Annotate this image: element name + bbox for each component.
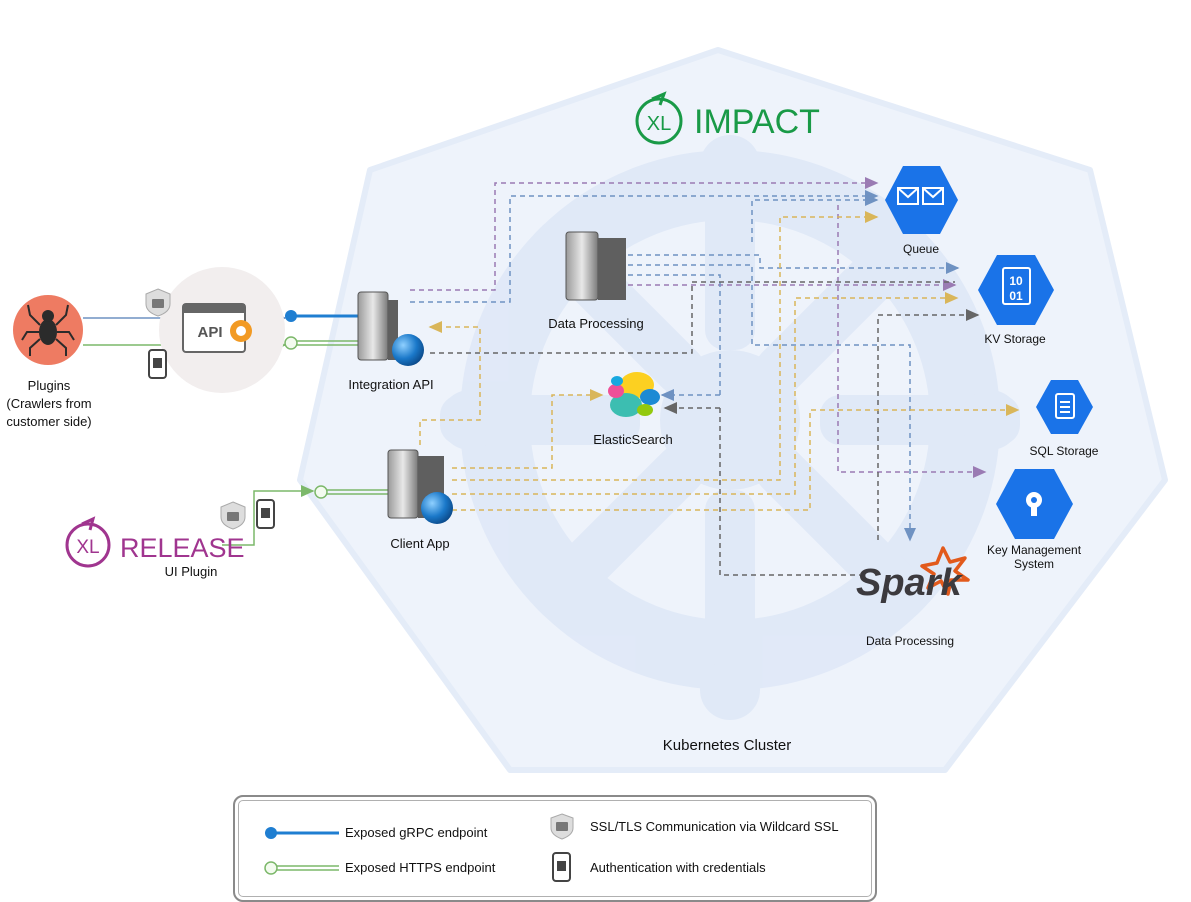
svg-text:10: 10 xyxy=(1009,274,1023,288)
queue-label: Queue xyxy=(902,242,940,256)
conn-spark-kv xyxy=(877,309,980,540)
integration-api-server-icon xyxy=(357,291,424,366)
credentials-badge-icon xyxy=(148,349,167,379)
legend-badge-icon xyxy=(552,852,571,882)
legend-ssl-label: SSL/TLS Communication via Wildcard SSL xyxy=(590,819,839,834)
legend-icons xyxy=(264,813,574,882)
data-processing-server-icon xyxy=(565,231,626,301)
release-credentials-badge-icon xyxy=(256,499,275,529)
svg-text:01: 01 xyxy=(1009,289,1023,303)
https-endpoint-dot xyxy=(284,336,298,350)
legend-grpc-label: Exposed gRPC endpoint xyxy=(345,825,488,840)
xl-release-logo: XL RELEASE xyxy=(65,516,245,568)
release-ssl-shield-icon xyxy=(220,501,246,530)
grpc-endpoint-dot xyxy=(285,310,297,322)
svg-text:RELEASE: RELEASE xyxy=(120,533,245,563)
legend-https-label: Exposed HTTPS endpoint xyxy=(345,860,496,875)
conn-client-queue xyxy=(452,211,879,481)
conn-integration-dark xyxy=(430,281,955,354)
key-management-label: Key Management System xyxy=(986,543,1082,571)
integration-api-label: Integration API xyxy=(348,377,434,392)
client-app-server-icon xyxy=(387,449,453,524)
conn-processing-kv2 xyxy=(628,254,960,274)
svg-text:Spark: Spark xyxy=(856,562,963,604)
ui-plugin-label: UI Plugin xyxy=(164,564,218,579)
conn-client-elastic xyxy=(452,389,604,469)
ssl-shield-icon xyxy=(145,288,171,317)
spark-data-processing-label: Data Processing xyxy=(865,634,955,648)
plugins-spider-icon xyxy=(13,295,83,365)
svg-text:XL: XL xyxy=(647,113,671,135)
elasticsearch-icon xyxy=(608,372,660,417)
client-app-label: Client App xyxy=(390,536,450,551)
queue-icon xyxy=(885,166,958,234)
conn-client-sql xyxy=(452,404,1020,511)
legend: Exposed gRPC endpoint Exposed HTTPS endp… xyxy=(233,795,877,902)
conn-integration-queue2 xyxy=(410,190,879,303)
kubernetes-cluster-background xyxy=(297,47,1168,773)
key-management-icon xyxy=(996,469,1073,539)
dashed-connections xyxy=(410,177,1020,576)
conn-integration-queue xyxy=(410,177,879,291)
kv-storage-icon: 10 01 xyxy=(978,255,1054,325)
kubernetes-cluster-label: Kubernetes Cluster xyxy=(662,737,792,754)
plugins-label: Plugins (Crawlers from customer side) xyxy=(6,378,92,429)
legend-auth-label: Authentication with credentials xyxy=(590,860,766,875)
conn-queue-key xyxy=(837,205,987,478)
conn-client-kv xyxy=(452,292,959,495)
conn-client-integration xyxy=(419,321,481,445)
api-gateway-icon: API xyxy=(159,267,285,393)
legend-https-dot xyxy=(264,861,278,875)
elasticsearch-label: ElasticSearch xyxy=(593,432,673,447)
data-processing-label: Data Processing xyxy=(548,316,644,331)
spark-logo: Spark xyxy=(856,546,970,604)
kv-storage-label: KV Storage xyxy=(984,332,1046,346)
svg-text:XL: XL xyxy=(76,537,99,558)
svg-text:API: API xyxy=(197,324,222,341)
sql-storage-icon xyxy=(1036,380,1093,434)
xl-impact-logo: XL IMPACT xyxy=(635,91,820,145)
legend-shield-icon xyxy=(550,813,574,840)
svg-text:IMPACT: IMPACT xyxy=(694,103,820,141)
sql-storage-label: SQL Storage xyxy=(1029,444,1099,458)
